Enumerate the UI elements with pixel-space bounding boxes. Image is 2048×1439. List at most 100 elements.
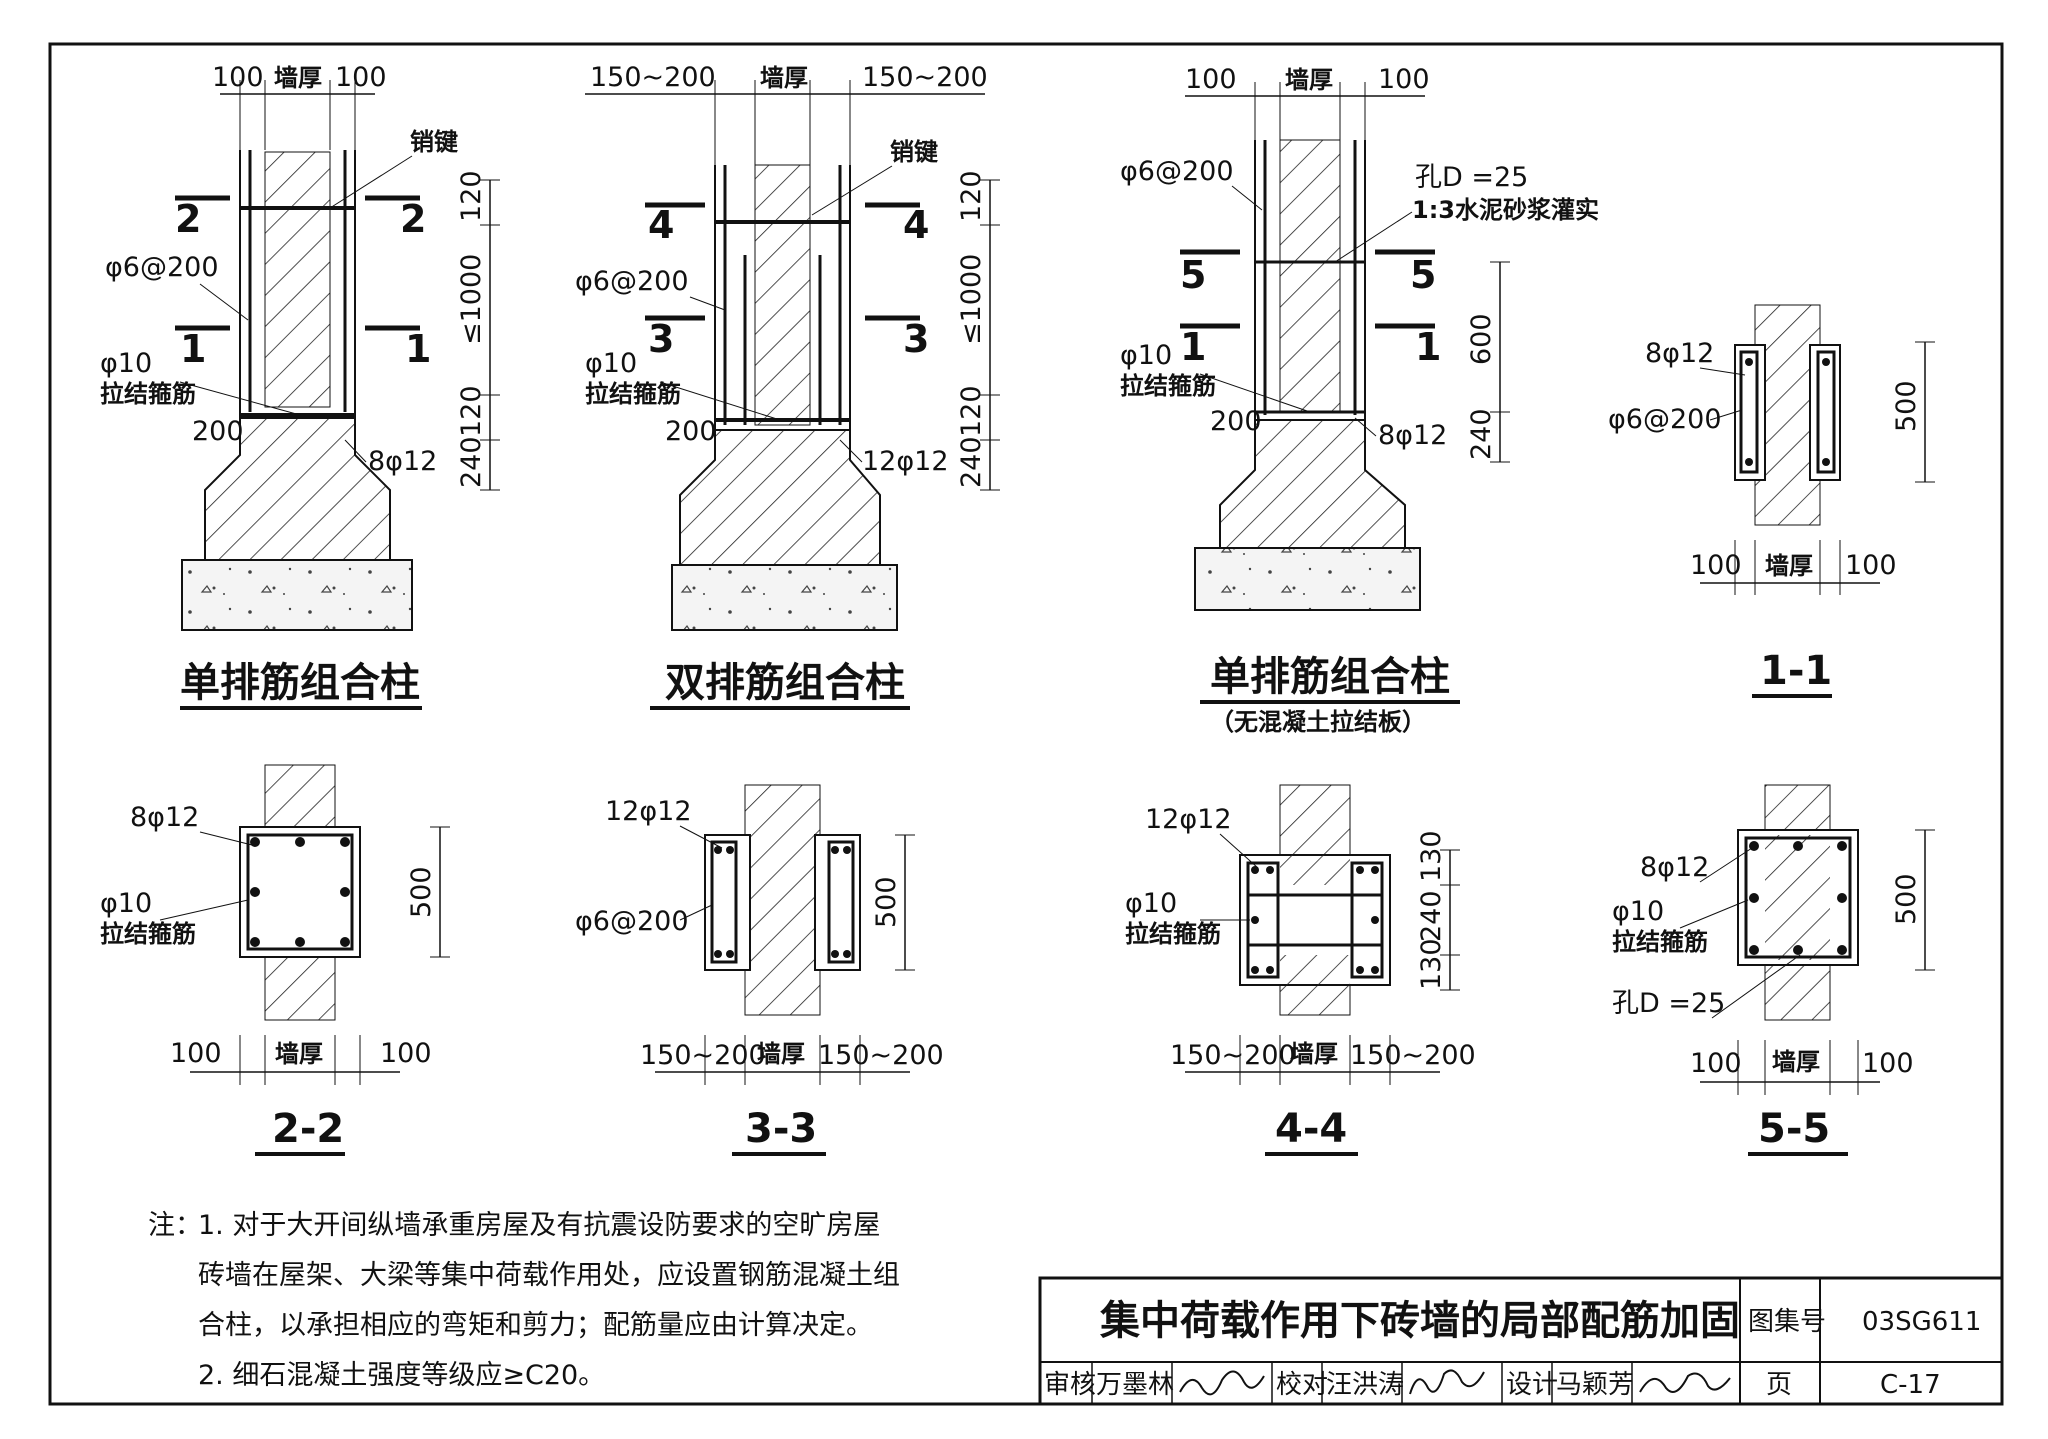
label-bars: 12φ12 — [605, 796, 692, 827]
dim-120-top: 120 — [456, 170, 487, 222]
section-5-5: 8φ12 φ10 拉结箍筋 孔D =25 500 100 墙厚 100 5-5 — [1612, 784, 1935, 1156]
cut-1-left: 1 — [180, 327, 206, 371]
cut-1-left: 1 — [1180, 325, 1206, 369]
dim-wall-thickness: 墙厚 — [1765, 552, 1813, 580]
label-tie: φ10 — [100, 888, 152, 919]
designer-name: 马颖芳 — [1556, 1370, 1634, 1400]
label-bars: 12φ12 — [862, 446, 949, 477]
leader-bars — [1699, 847, 1753, 883]
concrete-base — [671, 564, 898, 631]
rebar-cage-left — [1739, 350, 1759, 474]
brick-wall — [754, 164, 811, 426]
label-tie: φ10 — [585, 348, 637, 379]
leader-tie — [159, 899, 249, 921]
label-200: 200 — [665, 416, 717, 447]
cut-2-left: 2 — [175, 197, 201, 241]
leader-tie — [179, 381, 301, 416]
dim-130-top: 130 — [1416, 830, 1447, 882]
rebar-cage-right — [827, 840, 855, 964]
dim-500: 500 — [1891, 380, 1922, 432]
dimension-top: 150~200 墙厚 150~200 — [585, 62, 988, 165]
title-block: 集中荷载作用下砖墙的局部配筋加固 图集号 03SG611 页 C-17 审核 万… — [1038, 1276, 2004, 1406]
dim-120-bottom: 120 — [456, 385, 487, 437]
cut-4-right: 4 — [903, 203, 929, 247]
label-tie-cn: 拉结箍筋 — [1612, 928, 1708, 956]
label-stirrup: φ6@200 — [1608, 404, 1722, 435]
dim-600: 600 — [1466, 313, 1497, 365]
dim-wall-thickness: 墙厚 — [760, 64, 808, 92]
leader-bars — [839, 439, 863, 463]
label-bars: 12φ12 — [1145, 804, 1232, 835]
cut-4-left: 4 — [648, 203, 674, 247]
note-1-line-2: 砖墙在屋架、大梁等集中荷载作用处，应设置钢筋混凝土组 — [198, 1260, 900, 1291]
dim-wall-thickness: 墙厚 — [1772, 1048, 1820, 1076]
dim-150-200-left: 150~200 — [1170, 1040, 1296, 1071]
leader-stirrup — [1709, 409, 1743, 421]
dim-wall-thickness: 墙厚 — [757, 1040, 805, 1068]
label-stirrup: φ6@200 — [575, 266, 689, 297]
atlas-number: 03SG611 — [1862, 1307, 1981, 1337]
review-label: 审核 — [1044, 1370, 1096, 1400]
leader-hole — [1711, 954, 1801, 1019]
label-tie: φ10 — [1120, 340, 1172, 371]
reviewer-signature — [1179, 1370, 1265, 1396]
design-label: 设计 — [1506, 1370, 1558, 1400]
label-hole: 孔D =25 — [1415, 162, 1528, 193]
cut-marks: 5 5 1 1 — [1180, 249, 1441, 369]
brick-wall — [744, 784, 821, 1016]
dim-240: 240 — [456, 436, 487, 488]
dim-130-bottom: 130 — [1416, 938, 1447, 990]
label-tie-cn: 拉结箍筋 — [585, 380, 681, 408]
subtitle-elevation-3: （无混凝土拉结板） — [1210, 708, 1426, 736]
label-hole: 孔D =25 — [1612, 988, 1725, 1019]
leader-stirrup — [1231, 185, 1263, 211]
dimension-vertical: 120 ≤1000 120 240 — [956, 170, 1000, 491]
label-tie-cn: 拉结箍筋 — [1120, 372, 1216, 400]
leader-bars — [1699, 367, 1746, 376]
checker-signature — [1409, 1369, 1485, 1395]
page-label: 页 — [1766, 1370, 1792, 1400]
atlas-label: 图集号 — [1748, 1307, 1826, 1337]
dim-100-left: 100 — [1185, 64, 1237, 95]
dim-100-right: 100 — [1378, 64, 1430, 95]
dim-wall-thickness: 墙厚 — [1285, 66, 1333, 94]
note-1-line-3: 合柱，以承担相应的弯矩和剪力；配筋量应由计算决定。 — [198, 1310, 873, 1341]
cut-marks: 4 4 3 3 — [645, 202, 929, 361]
leader-key — [329, 155, 413, 209]
title-elevation-2: 双排筋组合柱 — [665, 660, 905, 706]
cut-3-left: 3 — [648, 317, 674, 361]
leader-bars — [1354, 417, 1377, 437]
dim-100-right: 100 — [1862, 1048, 1914, 1079]
section-1-1: 8φ12 φ6@200 500 100 墙厚 100 1-1 — [1608, 304, 1935, 698]
page-number: C-17 — [1880, 1370, 1941, 1400]
label-grout: 1:3水泥砂浆灌实 — [1412, 196, 1599, 224]
leader-key — [811, 165, 893, 216]
dim-120-bottom: 120 — [956, 385, 987, 437]
dim-max-1000: ≤1000 — [956, 254, 987, 345]
note-2: 2. 细石混凝土强度等级应≥C20。 — [198, 1360, 605, 1391]
label-bars: 8φ12 — [1640, 852, 1709, 883]
sheet-border — [48, 42, 2004, 1406]
title-section-2-2: 2-2 — [272, 1106, 344, 1152]
title-section-1-1: 1-1 — [1760, 648, 1832, 694]
leader-stirrup — [199, 283, 249, 321]
dim-150-200-right: 150~200 — [1350, 1040, 1476, 1071]
dim-wall-thickness: 墙厚 — [1290, 1040, 1338, 1068]
rebar-cage-right — [1350, 861, 1384, 979]
elevation-single-row: 100 墙厚 100 2 2 1 1 销键 φ6@200 φ10 拉结箍筋 20… — [100, 62, 500, 710]
dim-240: 240 — [1466, 408, 1497, 460]
leader-tie — [659, 381, 781, 421]
label-stirrup: φ6@200 — [1120, 156, 1234, 187]
dimension-vertical: 120 ≤1000 120 240 — [456, 170, 500, 491]
label-key: 销键 — [410, 128, 458, 156]
brick-wall — [264, 151, 331, 408]
tie-stirrup — [246, 833, 354, 951]
concrete-base — [1194, 547, 1421, 611]
dim-wall-thickness: 墙厚 — [274, 64, 322, 92]
title-elevation-3: 单排筋组合柱 — [1210, 654, 1450, 700]
cut-marks: 2 2 1 1 — [175, 195, 431, 371]
leader-bars — [344, 439, 367, 463]
label-200: 200 — [192, 416, 244, 447]
elevation-single-row-no-plate: 100 墙厚 100 5 5 1 1 φ6@200 孔D =25 1:3水泥砂浆… — [1120, 64, 1599, 736]
